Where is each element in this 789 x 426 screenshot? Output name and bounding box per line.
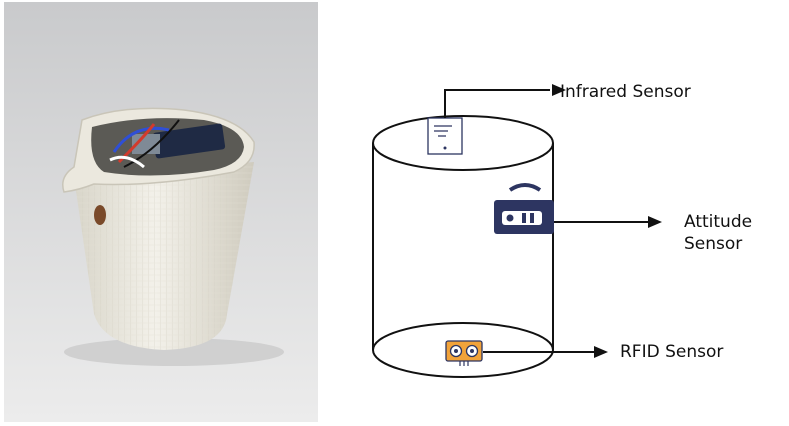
- sensor-diagram: [372, 84, 662, 378]
- rfid-sensor-label: RFID Sensor: [620, 342, 724, 362]
- phone-sensor-icon: [427, 117, 463, 155]
- cylinder-bottom: [372, 322, 554, 378]
- attitude-sensor-icon: [494, 183, 554, 234]
- cylinder-top: [372, 115, 554, 171]
- infrared-sensor-label: Infrared Sensor: [560, 82, 691, 102]
- circuit-board: [152, 123, 226, 159]
- ultrasonic-sensor-icon: [445, 340, 483, 366]
- attitude-sensor-label: Attitude Sensor: [684, 212, 753, 254]
- beaker-photo: [4, 2, 318, 422]
